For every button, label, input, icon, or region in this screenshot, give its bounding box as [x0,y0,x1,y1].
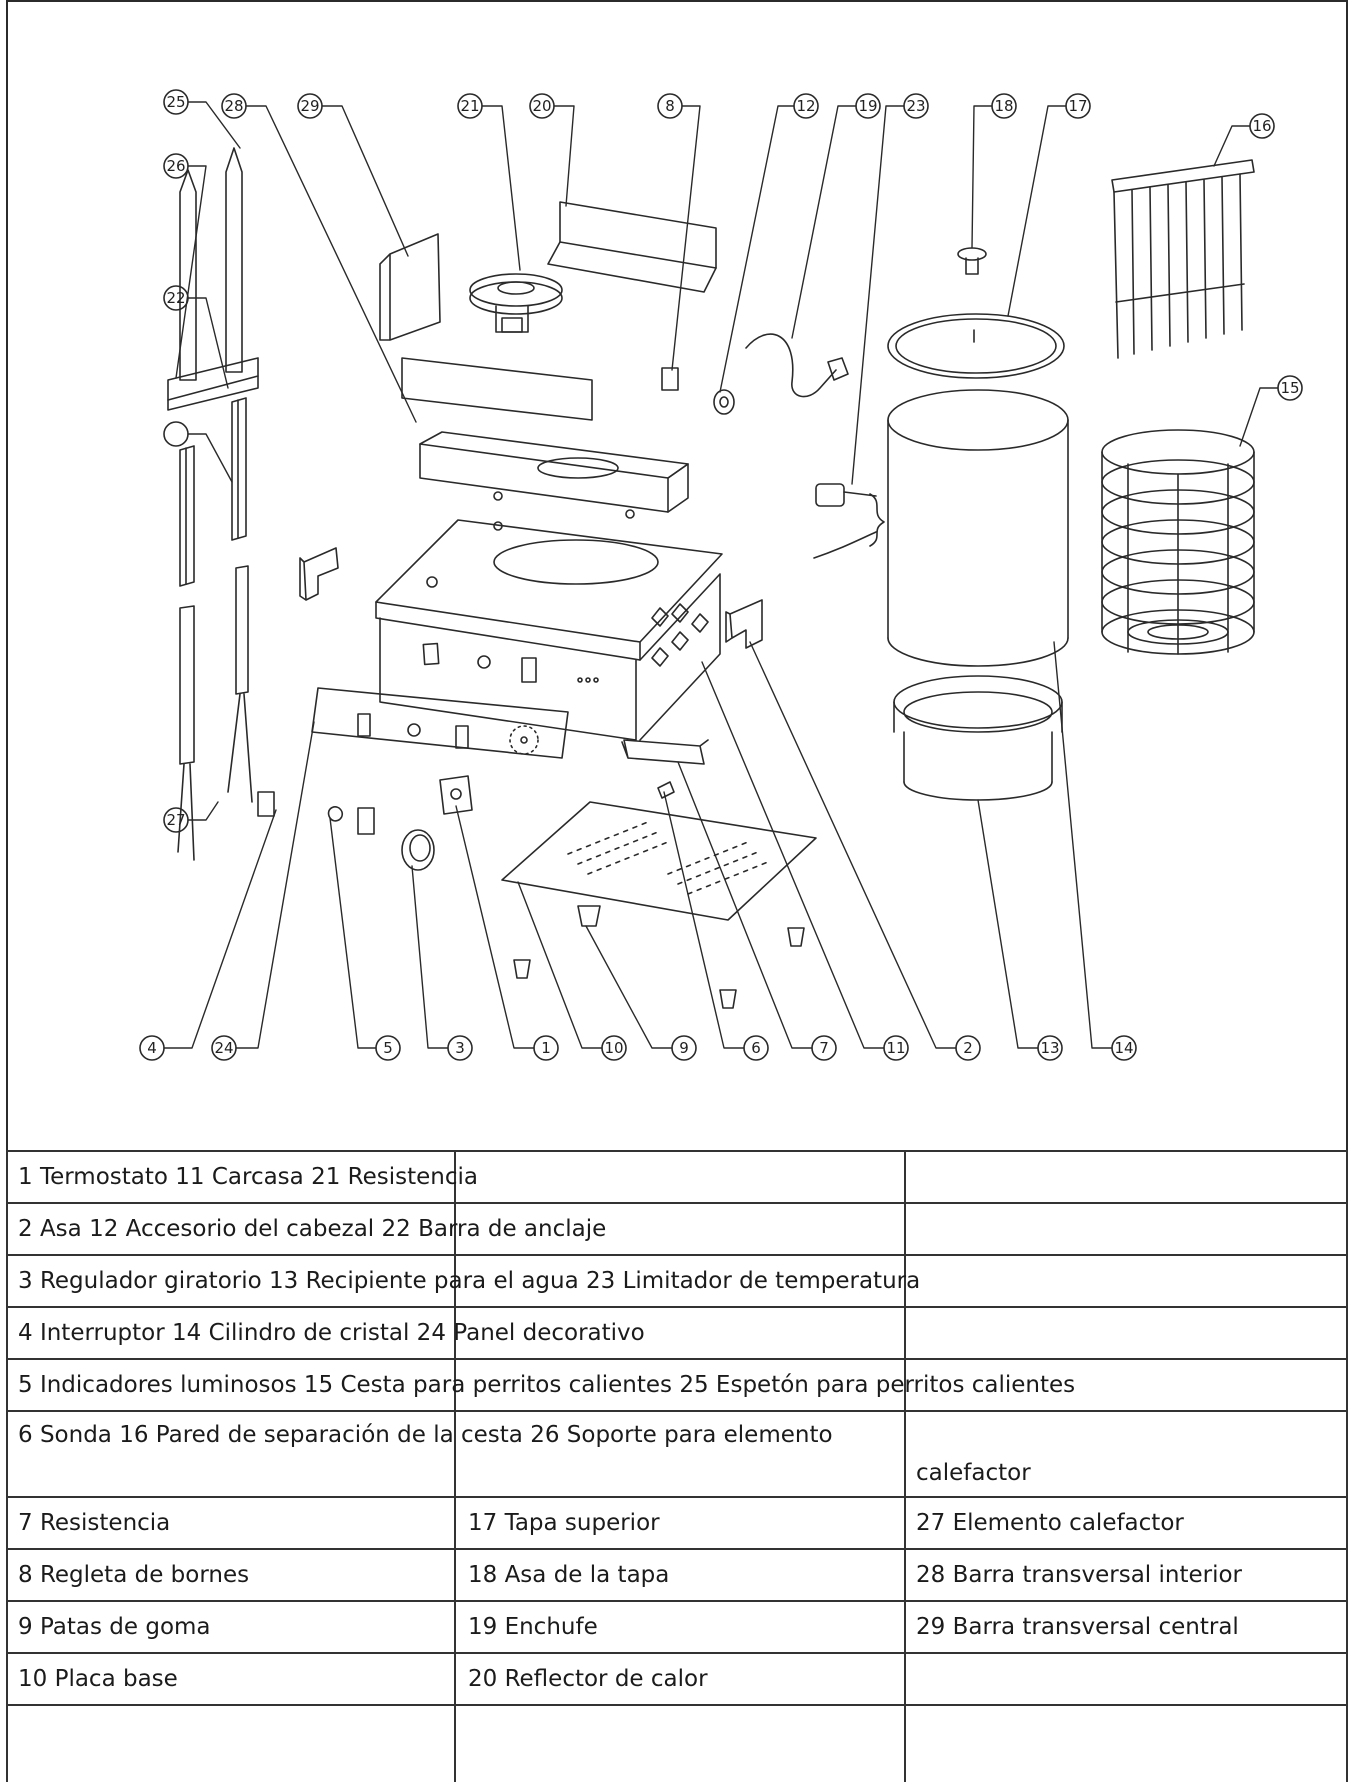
callout-17: 17 [1068,97,1087,115]
indicator-lights-drawing [327,806,375,835]
callout-10: 10 [604,1039,623,1057]
table-row-10-col2: 20 Reflector de calor [468,1666,708,1692]
table-row-9-col2: 19 Enchufe [468,1614,598,1640]
table-row-6-text: 6 Sonda 16 Pared de separación de la ces… [18,1422,833,1448]
table-row-8-col2: 18 Asa de la tapa [468,1562,670,1588]
table-row-9-col1: 9 Patas de goma [18,1614,211,1640]
exploded-parts-diagram: 25 26 22 27 28 29 21 20 8 12 19 23 18 17… [139,89,1303,1061]
callout-6: 6 [751,1039,761,1057]
callout-8: 8 [665,97,675,115]
switch-drawing [257,791,275,817]
table-row-4-text: 4 Interruptor 14 Cilindro de cristal 24 … [18,1320,645,1346]
water-container-drawing [893,675,1063,801]
callout-27: 27 [166,811,185,829]
callout-18: 18 [994,97,1013,115]
parts-legend-table: 1 Termostato 11 Carcasa 21 Resistencia 2… [6,1150,1348,1782]
head-accessory-drawing [713,389,735,415]
terminal-block-drawing [661,367,679,391]
resistance-bracket-drawing [621,739,709,765]
thermostat-drawing [439,775,473,815]
callout-21: 21 [460,97,479,115]
table-row-7-col2: 17 Tapa superior [468,1510,660,1536]
callout-24: 24 [214,1039,233,1057]
decorative-panel-drawing [311,687,569,759]
table-row-5-text: 5 Indicadores luminosos 15 Cesta para pe… [18,1372,1076,1398]
callout-9: 9 [679,1039,689,1057]
plug-drawing [745,333,849,398]
inner-crossbar-drawing [401,357,689,519]
callout-14: 14 [1114,1039,1133,1057]
callout-29: 29 [300,97,319,115]
callout-2: 2 [963,1039,973,1057]
document-frame [6,0,1348,1782]
callout-12: 12 [796,97,815,115]
callout-4: 4 [147,1039,157,1057]
table-row-6-col3: calefactor [916,1460,1031,1486]
table-row-10-col1: 10 Placa base [18,1666,178,1692]
table-row-7-col1: 7 Resistencia [18,1510,171,1536]
table-row-2-text: 2 Asa 12 Accesorio del cabezal 22 Barra … [18,1216,607,1242]
callout-circles [139,89,1303,1061]
anchor-bars-drawing [179,397,247,587]
sausage-basket-drawing [1101,429,1255,655]
leader-lines [163,101,1279,1049]
base-plate-drawing [501,801,817,921]
reflector-drawing [547,201,717,293]
callout-1: 1 [541,1039,551,1057]
callout-13: 13 [1040,1039,1059,1057]
table-row-9-col3: 29 Barra transversal central [916,1614,1239,1640]
heating-elements-drawing [177,565,253,861]
temperature-limiter-drawing [813,483,885,559]
callout-26: 26 [166,157,185,175]
rotary-knob-drawing [401,829,435,871]
table-row-7-col3: 27 Elemento calefactor [916,1510,1184,1536]
crossbar-central-drawing [379,233,441,341]
handle-right-drawing [725,599,763,649]
spit-stand-drawing [167,147,259,411]
table-row-8-col3: 28 Barra transversal interior [916,1562,1242,1588]
callout-16: 16 [1252,117,1271,135]
callout-25: 25 [166,93,185,111]
handle-left-drawing [299,547,339,601]
callout-20: 20 [532,97,551,115]
callout-23: 23 [906,97,925,115]
basket-partition-drawing [1111,159,1255,359]
callout-3: 3 [455,1039,465,1057]
rubber-feet-drawing [513,905,805,1009]
callout-28: 28 [224,97,243,115]
callout-7: 7 [819,1039,829,1057]
callout-5: 5 [383,1039,393,1057]
table-row-3-text: 3 Regulador giratorio 13 Recipiente para… [18,1268,921,1294]
housing-drawing [375,519,723,741]
callout-22: 22 [166,289,185,307]
table-row-8-col1: 8 Regleta de bornes [18,1562,250,1588]
table-row-1-text: 1 Termostato 11 Carcasa 21 Resistencia [18,1164,478,1190]
probe-drawing [657,781,675,799]
lid-handle-drawing [957,247,987,275]
heater-puck-drawing [469,273,563,333]
top-lid-drawing [887,313,1065,379]
callout-19: 19 [858,97,877,115]
callout-15: 15 [1280,379,1299,397]
glass-cylinder-drawing [887,389,1069,667]
callout-11: 11 [886,1039,905,1057]
